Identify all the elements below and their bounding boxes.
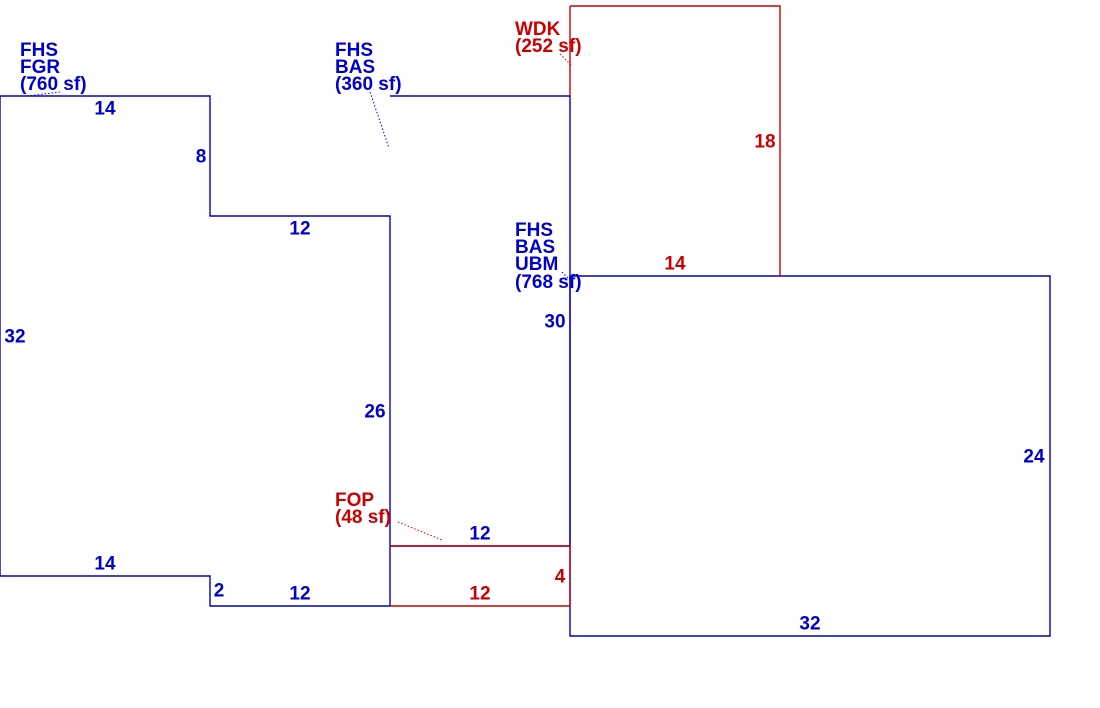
dim-bas768-right: 24 [1023, 447, 1045, 468]
bas768-outline [569, 275, 1051, 637]
dim-fgr-notch-bottom: 12 [289, 219, 310, 240]
dim-fop-right: 4 [555, 567, 566, 588]
fop-leader [397, 521, 443, 541]
dim-fgr-top: 14 [94, 99, 116, 120]
dim-bas768-left: 30 [544, 312, 565, 333]
fgr-outline [0, 95, 391, 607]
area-label-bas768: FHS BAS UBM (768 sf) [515, 220, 582, 293]
dim-fop-top: 12 [469, 524, 490, 545]
dim-wdk-bottom: 14 [664, 254, 686, 275]
dim-fgr-left: 32 [4, 327, 25, 348]
dim-bas768-bottom: 32 [799, 614, 820, 635]
dim-bas360-left: 26 [364, 402, 385, 423]
wdk-outline [569, 5, 781, 276]
bas360-leader [369, 91, 390, 149]
dim-fop-bottom: 12 [469, 584, 490, 605]
fop-outline [390, 545, 571, 607]
area-label-wdk: WDK (252 sf) [515, 19, 582, 57]
dim-fgr-bottom-right: 12 [289, 584, 310, 605]
dim-fgr-notch-side: 8 [196, 147, 207, 168]
area-label-fop: FOP (48 sf) [335, 490, 391, 528]
bas768-leader [561, 271, 573, 283]
dim-fgr-step: 2 [214, 581, 225, 602]
bas360-outline [390, 95, 571, 547]
dim-fgr-bottom: 14 [94, 554, 116, 575]
area-label-fgr: FHS FGR (760 sf) [20, 40, 87, 95]
dim-wdk-right: 18 [754, 132, 775, 153]
wdk-leader [559, 53, 573, 67]
area-label-bas360: FHS BAS (360 sf) [335, 40, 402, 95]
